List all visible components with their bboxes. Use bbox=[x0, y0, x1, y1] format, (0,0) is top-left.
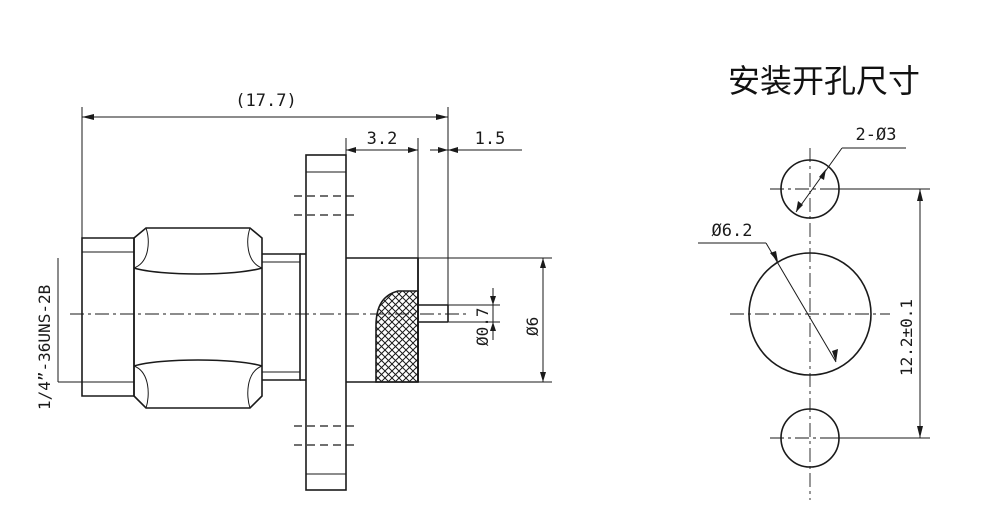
dim-flange-offset: 3.2 bbox=[367, 129, 398, 149]
dim-pin-diameter: Ø0.7 bbox=[473, 307, 492, 346]
connector-side-view bbox=[70, 154, 468, 491]
dim-pin-offset: 1.5 bbox=[475, 129, 506, 149]
mounting-hole-view: 安装开孔尺寸 2-Ø3 Ø6.2 12.2±0.1 bbox=[698, 62, 930, 500]
threaded-body bbox=[81, 237, 135, 397]
dim-dielectric-diameter: Ø6 bbox=[523, 317, 542, 336]
section-title: 安装开孔尺寸 bbox=[728, 62, 920, 100]
dimensions-side: (17.7) 3.2 1.5 Ø0.7 Ø6 1/4”-36UNS-2B bbox=[35, 91, 552, 410]
dim-mount-holes: 2-Ø3 bbox=[856, 125, 897, 145]
hex-nut bbox=[133, 227, 263, 409]
dielectric-insulator bbox=[375, 290, 419, 383]
center-pin bbox=[418, 304, 449, 323]
dim-overall-length: (17.7) bbox=[235, 91, 296, 111]
dim-hole-spacing: 12.2±0.1 bbox=[897, 299, 916, 376]
flange bbox=[294, 154, 356, 491]
dim-thread-spec: 1/4”-36UNS-2B bbox=[35, 285, 54, 410]
neck bbox=[262, 253, 301, 381]
dim-center-hole: Ø6.2 bbox=[712, 221, 753, 241]
